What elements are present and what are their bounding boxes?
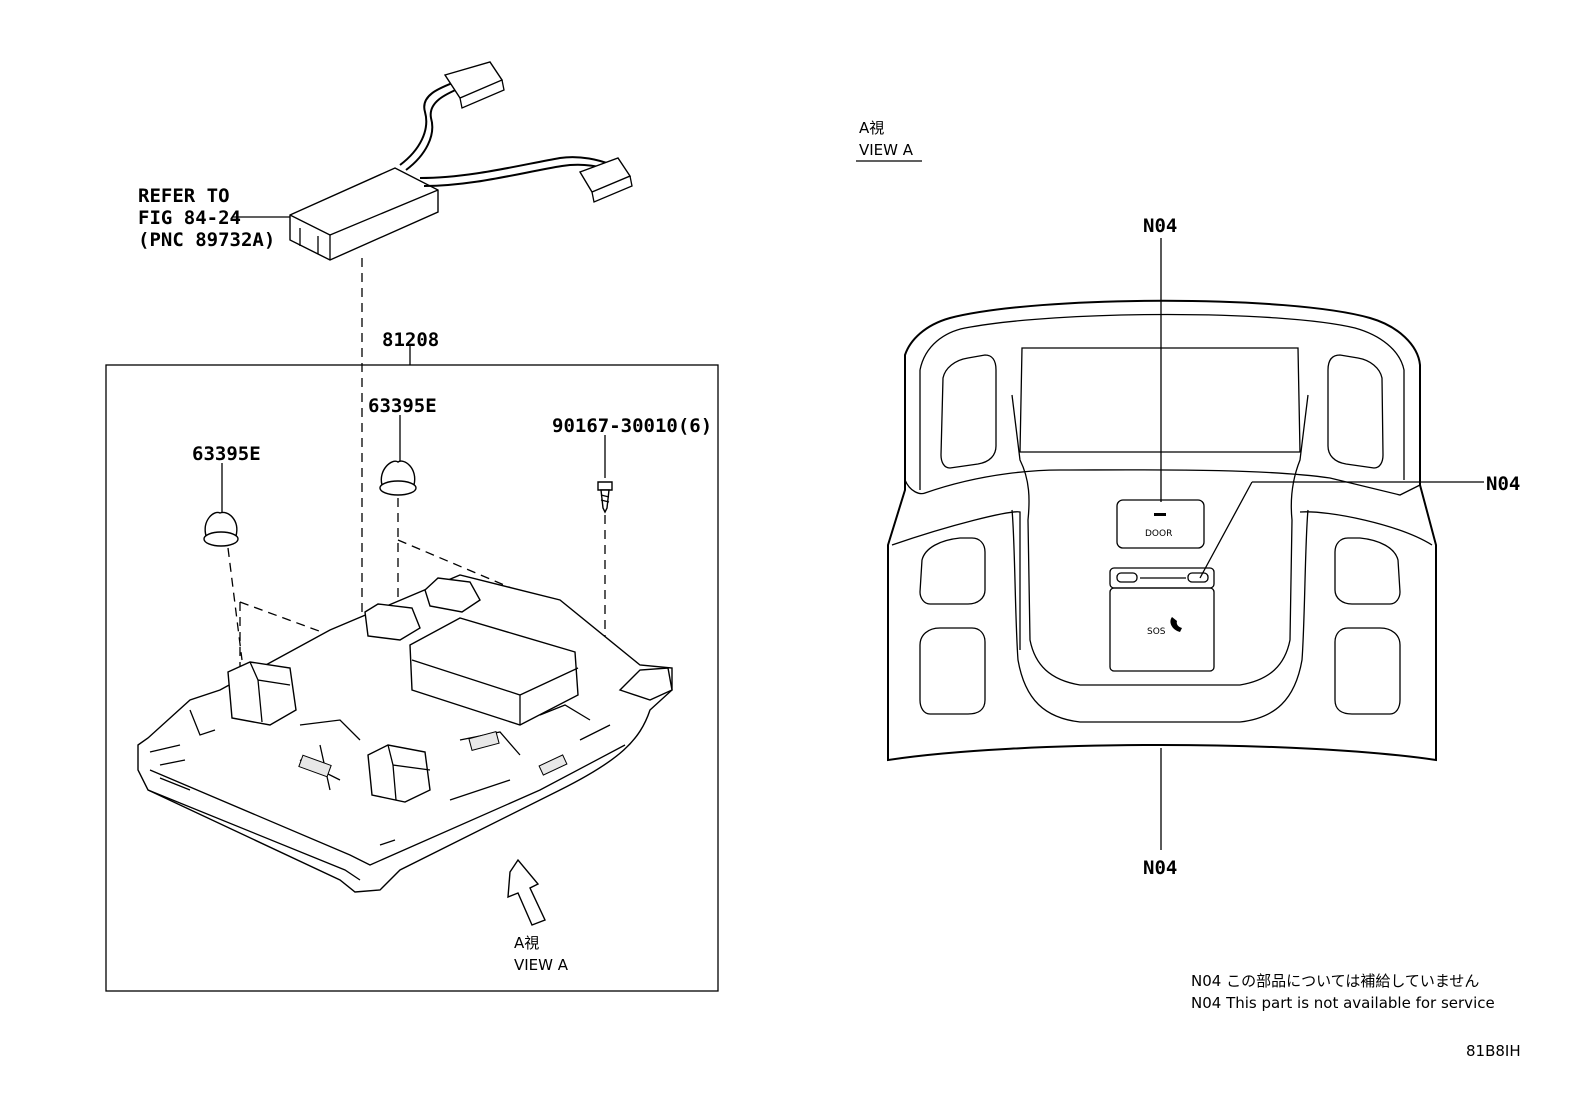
door-switch: DOOR — [1116, 499, 1205, 549]
note-en: N04 This part is not available for servi… — [1191, 994, 1495, 1012]
figure-id: 81B8IH — [1466, 1042, 1521, 1060]
console-front-view: DOOR SOS — [887, 299, 1437, 762]
callout-bottom-label: N04 — [1143, 857, 1177, 879]
door-indicator-icon — [1154, 513, 1166, 516]
screw-90167-30010: 90167-30010(6) — [552, 415, 712, 680]
refer-note-line1: REFER TO — [138, 185, 230, 207]
callout-top-label: N04 — [1143, 215, 1177, 237]
service-note: N04 この部品については補給していません N04 This part is n… — [1191, 972, 1495, 1012]
clip-63395e-center: 63395E — [368, 395, 437, 600]
part-label-screw: 90167-30010(6) — [552, 415, 712, 437]
door-button-label: DOOR — [1145, 529, 1172, 539]
refer-note: REFER TO FIG 84-24 (PNC 89732A) — [138, 185, 275, 251]
view-a-title: A視 VIEW A — [856, 119, 922, 162]
status-lamp-left-icon — [1116, 572, 1138, 583]
view-arrow-label-jp: A視 — [514, 934, 539, 952]
note-jp: N04 この部品については補給していません — [1191, 972, 1479, 990]
referenced-module-drawing — [232, 61, 633, 261]
view-title-en: VIEW A — [859, 141, 914, 159]
clip-63395e-left: 63395E — [192, 443, 261, 661]
callout-n04-top: N04 — [1143, 215, 1177, 502]
sos-button-label: SOS — [1147, 627, 1166, 637]
part-label-clip-center: 63395E — [368, 395, 437, 417]
view-arrow-label-en: VIEW A — [514, 956, 569, 974]
callout-n04-right: N04 — [1199, 473, 1520, 579]
view-a-arrow: A視 VIEW A — [507, 858, 569, 974]
overhead-console-assembly — [137, 574, 673, 893]
status-lamp-right-icon — [1187, 572, 1209, 583]
callout-right-label: N04 — [1486, 473, 1520, 495]
view-title-jp: A視 — [859, 119, 884, 137]
refer-note-line3: (PNC 89732A) — [138, 229, 275, 251]
sos-switch-block: SOS — [1109, 567, 1215, 672]
assembly-frame: 81208 — [105, 329, 719, 992]
callout-n04-bottom: N04 — [1143, 748, 1177, 879]
phone-icon — [1170, 617, 1182, 632]
part-label-81208: 81208 — [382, 329, 439, 351]
refer-note-line2: FIG 84-24 — [138, 207, 241, 229]
part-label-clip-left: 63395E — [192, 443, 261, 465]
